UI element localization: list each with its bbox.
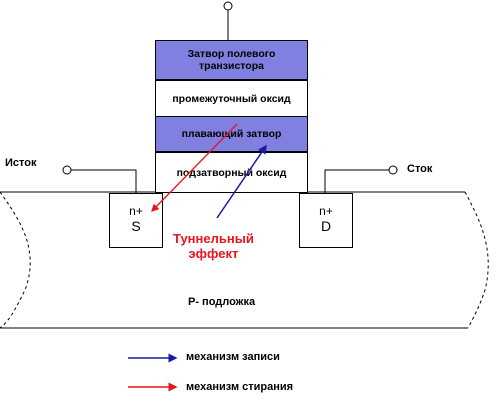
source-doping-label: n+ — [129, 204, 143, 218]
control-gate-label: Затвор полевого транзистора — [187, 48, 276, 72]
drain-terminal-label: Сток — [407, 163, 433, 175]
source-terminal — [62, 165, 72, 175]
legend-write-label: механизм записи — [186, 351, 280, 363]
tunnel-effect-line1: Туннельный — [173, 231, 254, 246]
gate-terminal — [223, 1, 233, 11]
drain-terminal-wire — [324, 169, 389, 194]
substrate-right-edge — [464, 191, 489, 329]
gate-oxide-label: подзатворный оксид — [176, 166, 287, 179]
source-terminal-wire — [71, 169, 137, 194]
legend-erase-label: механизм стирания — [186, 381, 294, 393]
floating-gate-label: плавающий затвор — [181, 128, 282, 140]
interlayer-oxide-layer: промежуточный оксид — [155, 80, 308, 117]
drain-region: n+ D — [299, 193, 353, 248]
tunnel-effect-line2: эффект — [188, 245, 239, 261]
drain-terminal — [388, 165, 398, 175]
drain-doping-label: n+ — [319, 204, 333, 218]
interlayer-oxide-label: промежуточный оксид — [172, 92, 291, 105]
control-gate-layer: Затвор полевого транзистора — [155, 40, 308, 80]
source-letter: S — [131, 218, 141, 234]
floating-gate-layer: плавающий затвор — [155, 116, 308, 152]
substrate-left-edge — [0, 191, 31, 329]
substrate-label: P- подложка — [188, 296, 256, 308]
source-region: n+ S — [109, 193, 163, 248]
tunnel-effect-label: Туннельный эффект — [173, 231, 254, 262]
source-terminal-label: Исток — [5, 157, 37, 169]
gate-oxide-layer: подзатворный оксид — [155, 152, 308, 193]
drain-letter: D — [320, 218, 332, 234]
